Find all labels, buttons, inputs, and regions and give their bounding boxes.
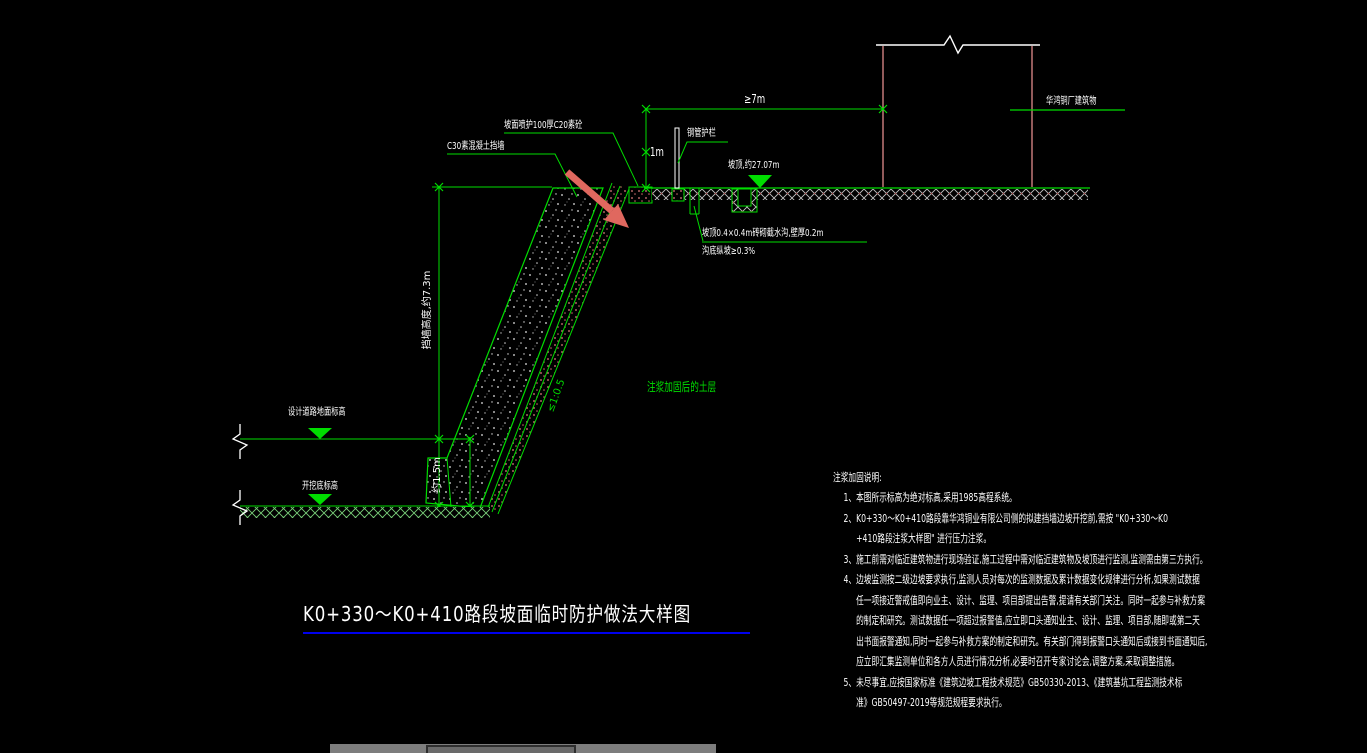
- red-arrow: [564, 169, 629, 228]
- notes-line: 准》GB50497-2019等规范规程要求执行。: [856, 696, 1007, 709]
- taskbar-window-button[interactable]: [426, 745, 576, 753]
- notes-line: 出书面报警通知,同时一起参与补救方案的制定和研究。有关部门得到报警口头通知后或接…: [856, 634, 1208, 648]
- label-design-road-elevation: 设计道路地面标高: [288, 407, 346, 418]
- label-concrete-wall: C30素混凝土挡墙: [447, 141, 505, 152]
- notes-line: 任一项接近警戒值即向业主、设计、监理、项目部提出告警,提请有关部门关注。同时一起…: [856, 593, 1206, 607]
- notes-title: 注浆加固说明:: [833, 471, 882, 484]
- break-lines: [231, 424, 249, 525]
- notes-line: 2、K0+330～K0+410路段靠华鸿铜业有限公司侧的拟建挡墙边坡开挖前,需按…: [843, 511, 1168, 525]
- notes-line: 1、本图所示标高为绝对标高,采用1985高程系统。: [843, 491, 1017, 504]
- label-leaders: [447, 132, 867, 243]
- label-grouted-soil: 注浆加固后的土层: [647, 380, 717, 394]
- guardrail: [671, 127, 685, 202]
- notes-line: 的制定和研究。测试数据任一项超过报警值,应立即口头通知业主、设计、监理、项目部,…: [856, 614, 1200, 627]
- taskbar: [330, 744, 716, 753]
- dim-wall-height: 挡墙高度,约7.3m: [422, 270, 433, 350]
- notes-line: +410路段注浆大样图" 进行压力注浆。: [856, 532, 992, 545]
- notes-line: 应立即汇集监测单位和各方人员进行情况分析,必要时召开专家讨论会,调整方案,采取调…: [856, 655, 1180, 668]
- dim-1-5m: 约1.5m: [432, 457, 443, 493]
- label-guardrail: 钢管护栏: [687, 128, 716, 139]
- drainage-ditch: [689, 188, 758, 242]
- dim-1m: 1m: [650, 145, 664, 159]
- drawing-title: K0+330～K0+410路段坡面临时防护做法大样图: [303, 602, 692, 626]
- label-factory-building: 华鸿铜厂建筑物: [1046, 96, 1097, 107]
- grouting-notes: 注浆加固说明: 1、本图所示标高为绝对标高,采用1985高程系统。 2、K0+3…: [833, 468, 1225, 714]
- label-shotcrete: 坡面喷护100厚C20素砼: [504, 120, 583, 131]
- elevation-markers: [308, 175, 772, 505]
- factory-building: [876, 34, 1125, 187]
- label-ditch-slope: 沟底纵坡≥0.3%: [702, 246, 756, 257]
- retaining-wall: [425, 187, 604, 509]
- shotcrete-slope-face: [486, 182, 653, 515]
- excavation-bottom-ground: [240, 507, 490, 518]
- crest-ground: [644, 187, 1090, 200]
- label-excavation-bottom-elevation: 开挖底标高: [302, 481, 338, 492]
- notes-line: 3、施工前需对临近建筑物进行现场验证,施工过程中需对临近建筑物及坡顶进行监测,监…: [843, 552, 1208, 566]
- notes-line: 5、未尽事宜,应按国家标准《建筑边坡工程技术规范》GB50330-2013、《建…: [843, 675, 1183, 689]
- label-slope-top-elevation: 坡顶,约27.07m: [728, 160, 780, 171]
- label-ditch: 坡顶0.4×0.4m砖砌截水沟,壁厚0.2m: [702, 228, 824, 239]
- notes-line: 4、边坡监测按二级边坡要求执行,监测人员对每次的监测数据及累计数据变化规律进行分…: [843, 573, 1200, 586]
- dim-7m: ≥7m: [744, 92, 766, 106]
- dimension-lines: [240, 108, 883, 512]
